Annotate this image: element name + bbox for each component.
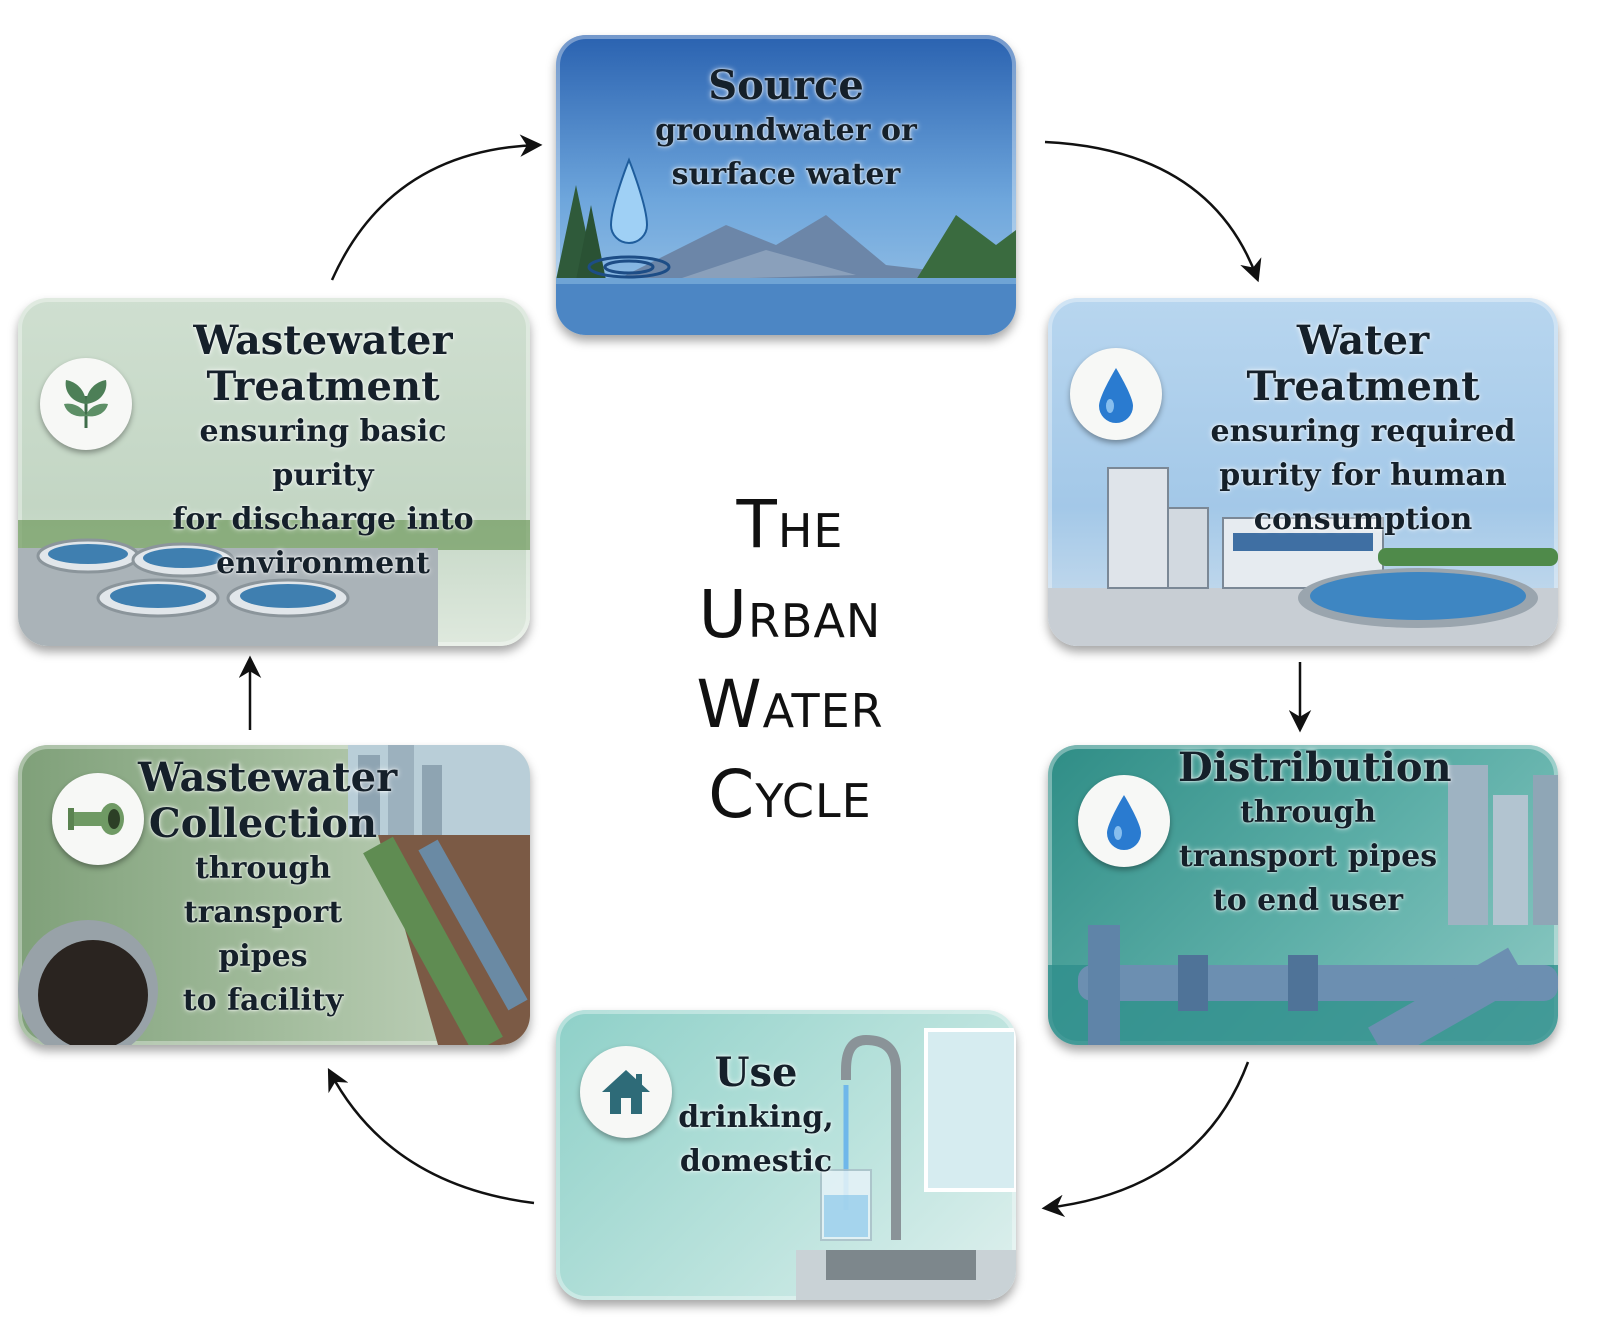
lake-mountain-scene bbox=[556, 157, 1016, 335]
arrow-wastewater-treatment-to-source bbox=[330, 134, 543, 281]
source-desc-line1: groundwater or bbox=[655, 113, 917, 148]
distribution-card: Distribution through transport pipes to … bbox=[1048, 745, 1558, 1045]
wastewater-treatment-card: Wastewater Treatment ensuring basic puri… bbox=[18, 298, 530, 646]
leaf-icon bbox=[64, 380, 108, 428]
water-treatment-card: Water Treatment ensuring required purity… bbox=[1048, 298, 1558, 646]
use-desc-line2: domestic bbox=[679, 1144, 833, 1179]
diagram-title: The Urban Water Cycle bbox=[600, 480, 980, 840]
kitchen-faucet-scene bbox=[796, 1028, 1016, 1300]
use-card: Use drinking, domestic bbox=[556, 1010, 1016, 1300]
leaf-badge bbox=[40, 358, 132, 450]
title-line-4: Cycle bbox=[708, 756, 872, 833]
water-drop-icon bbox=[1107, 795, 1141, 850]
use-desc-line1: drinking, bbox=[678, 1100, 834, 1135]
wastewater-collection-title-line1: Wastewater bbox=[138, 754, 398, 801]
wastewater-treatment-title-line2: Treatment bbox=[206, 363, 440, 410]
wastewater-treatment-desc-line1: ensuring basic purity bbox=[199, 414, 447, 493]
wastewater-collection-desc-line3: to facility bbox=[182, 983, 344, 1018]
pipe-icon bbox=[68, 803, 124, 835]
source-card: Source groundwater or surface water bbox=[556, 35, 1016, 335]
water-treatment-desc-line1: ensuring required bbox=[1210, 414, 1516, 449]
arrow-distribution-to-use bbox=[1041, 1061, 1250, 1218]
distribution-desc-line2: transport pipes bbox=[1178, 839, 1438, 874]
wastewater-treatment-desc-line2: for discharge into bbox=[172, 502, 474, 537]
wastewater-treatment-title-line1: Wastewater bbox=[193, 317, 453, 364]
source-title: Source bbox=[708, 62, 864, 109]
water-treatment-desc-line2: purity for human bbox=[1219, 458, 1507, 493]
distribution-desc-line1: through bbox=[1239, 795, 1377, 830]
wastewater-treatment-desc-line3: environment bbox=[216, 546, 430, 581]
pipe-badge bbox=[52, 773, 144, 865]
source-desc-line2: surface water bbox=[671, 157, 901, 192]
water-drop-icon bbox=[1099, 368, 1133, 423]
arrow-use-to-wastewater-collection bbox=[327, 1068, 535, 1205]
use-title: Use bbox=[714, 1049, 798, 1096]
title-line-1: The bbox=[736, 486, 844, 563]
wastewater-collection-desc-line1: through bbox=[194, 851, 332, 886]
arrow-source-to-water-treatment bbox=[1044, 140, 1262, 283]
wastewater-collection-title-line2: Collection bbox=[148, 800, 378, 847]
distribution-title: Distribution bbox=[1178, 745, 1452, 791]
pipeline-city-scene bbox=[1048, 765, 1558, 1045]
water-treatment-title: Water Treatment bbox=[1246, 317, 1480, 410]
title-line-2: Urban bbox=[698, 576, 882, 653]
treatment-plant-scene bbox=[1048, 467, 1558, 646]
house-icon bbox=[602, 1070, 650, 1114]
distribution-desc-line3: to end user bbox=[1212, 883, 1404, 918]
water-treatment-desc-line3: consumption bbox=[1253, 502, 1473, 537]
house-badge bbox=[580, 1046, 672, 1138]
water-drop-badge bbox=[1078, 775, 1170, 867]
title-line-3: Water bbox=[696, 666, 884, 743]
treatment-tanks-scene bbox=[18, 520, 530, 646]
wastewater-collection-card: Wastewater Collection through transport … bbox=[18, 745, 530, 1045]
water-drop-badge bbox=[1070, 348, 1162, 440]
sewer-pipe-scene bbox=[18, 745, 530, 1045]
wastewater-collection-desc-line2: transport pipes bbox=[183, 895, 343, 974]
